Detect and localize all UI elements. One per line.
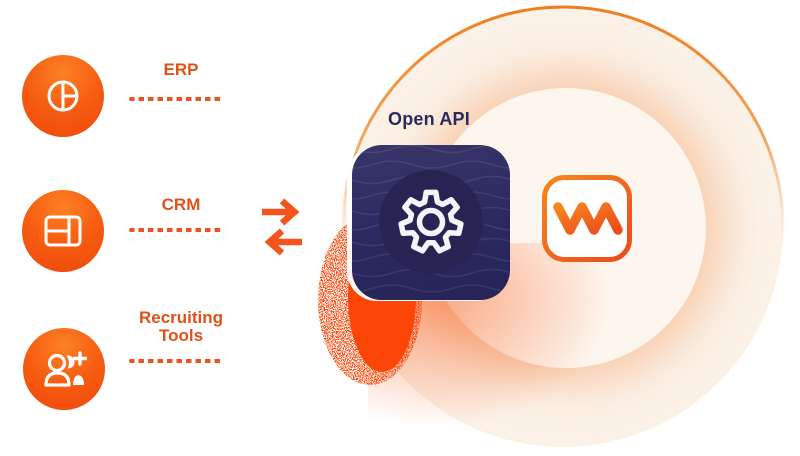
erp-dotted-line bbox=[129, 97, 223, 101]
recruiting-dotted-line bbox=[129, 359, 223, 363]
crm-circle bbox=[22, 190, 104, 272]
pie-chart-icon bbox=[47, 80, 79, 112]
erp-circle bbox=[22, 55, 104, 137]
recruiting-label: Recruiting Tools bbox=[138, 308, 224, 345]
crm-table-icon bbox=[44, 215, 82, 247]
gear-path bbox=[398, 189, 464, 254]
user-add-icon bbox=[44, 351, 87, 387]
crm-dotted-line bbox=[129, 228, 223, 232]
open-api-label: Open API bbox=[388, 109, 470, 129]
erp-label: ERP bbox=[163, 60, 199, 79]
gear-icon bbox=[398, 189, 464, 254]
open-api-card bbox=[352, 145, 510, 300]
crm-label: CRM bbox=[161, 195, 201, 214]
arrow-left-icon bbox=[264, 228, 302, 256]
recruiting-circle bbox=[23, 328, 105, 410]
arrow-right-icon bbox=[262, 198, 300, 226]
sync-arrows bbox=[262, 198, 302, 256]
wm-logo-icon bbox=[542, 175, 632, 262]
gear-backdrop-circle bbox=[379, 170, 483, 274]
